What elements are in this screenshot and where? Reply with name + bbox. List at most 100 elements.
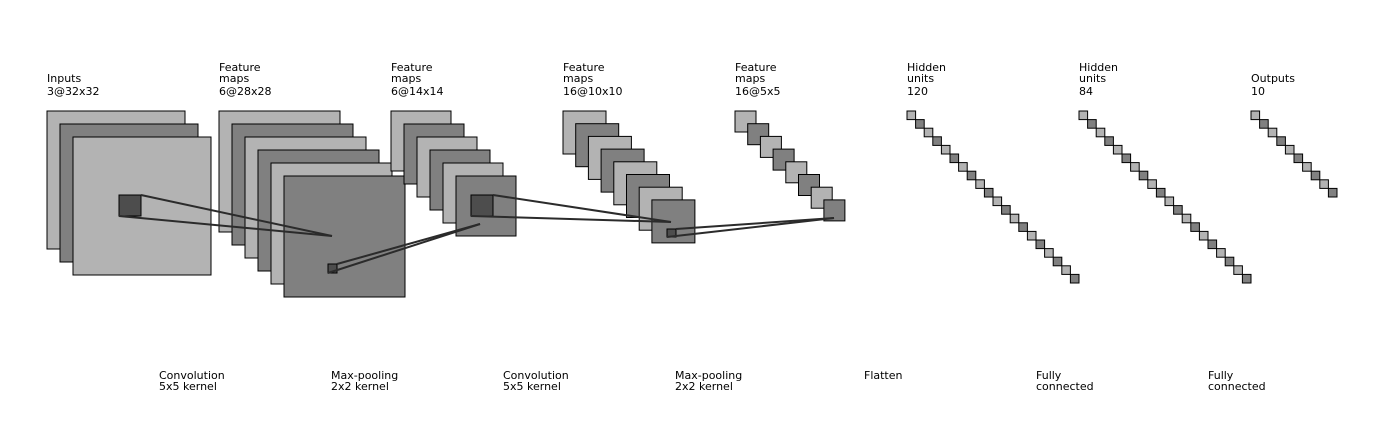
hidden-120-unit-8 xyxy=(975,179,985,189)
conv2-kernel-patch xyxy=(470,194,494,217)
hidden-120-unit-16 xyxy=(1044,248,1054,258)
layer-label-outputs-title: Outputs xyxy=(1251,72,1295,85)
layer-label-pool1-title: Feature xyxy=(391,61,433,74)
layer-label-fc1-subtitle: units xyxy=(907,72,934,85)
hidden-84-unit-16 xyxy=(1216,248,1226,258)
layer-label-pool1-subtitle: maps xyxy=(391,72,421,85)
hidden-120-unit-0 xyxy=(906,110,917,121)
layer-label-conv1-shape: 6@28x28 xyxy=(219,85,272,98)
hidden-84-unit-0 xyxy=(1078,110,1089,121)
unit-columns xyxy=(906,110,1338,284)
hidden-84-unit-1 xyxy=(1087,119,1097,129)
layer-label-outputs-shape: 10 xyxy=(1251,85,1265,98)
output-unit-4 xyxy=(1284,144,1295,155)
op-label-conv1-title: Convolution xyxy=(159,369,225,382)
hidden-120-unit-17 xyxy=(1052,256,1063,267)
op-label-conv2-kernel: 5x5 kernel xyxy=(503,380,561,393)
hidden-84-unit-13 xyxy=(1190,222,1200,232)
layer-label-fc2-shape: 84 xyxy=(1079,85,1093,98)
hidden-120-unit-19 xyxy=(1069,273,1080,284)
hidden-84-unit-15 xyxy=(1207,239,1218,250)
op-label-pool2-kernel: 2x2 kernel xyxy=(675,380,733,393)
output-unit-7 xyxy=(1310,170,1321,181)
hidden-84-unit-6 xyxy=(1130,162,1140,172)
op-label-conv2-title: Convolution xyxy=(503,369,569,382)
hidden-84-unit-18 xyxy=(1233,265,1243,275)
output-unit-8 xyxy=(1319,179,1329,189)
hidden-84-unit-11 xyxy=(1173,205,1183,215)
op-label-fc2-subtitle: connected xyxy=(1208,380,1266,393)
hidden-84-unit-12 xyxy=(1181,213,1192,224)
hidden-84-unit-4 xyxy=(1112,144,1123,155)
output-unit-5 xyxy=(1293,153,1304,164)
conv1-projection-line-upper xyxy=(140,194,333,237)
layer-label-conv2-subtitle: maps xyxy=(563,72,593,85)
conv2-projection-line-lower xyxy=(470,215,672,223)
hidden-120-unit-15 xyxy=(1035,239,1046,250)
output-unit-9 xyxy=(1327,187,1338,198)
hidden-120-unit-7 xyxy=(966,170,977,181)
op-label-fc1-title: Fully xyxy=(1036,369,1062,382)
conv1-kernel-patch xyxy=(118,194,142,217)
hidden-120-unit-18 xyxy=(1061,265,1071,275)
hidden-84-unit-9 xyxy=(1155,187,1166,198)
hidden-84-unit-3 xyxy=(1104,136,1114,146)
layer-label-inputs-title: Inputs xyxy=(47,72,81,85)
hidden-120-unit-2 xyxy=(923,127,934,138)
layer-label-pool1-shape: 6@14x14 xyxy=(391,85,444,98)
layer-label-conv1-title: Feature xyxy=(219,61,261,74)
output-unit-1 xyxy=(1259,119,1269,129)
op-label-pool1-kernel: 2x2 kernel xyxy=(331,380,389,393)
layer-label-fc1-title: Hidden xyxy=(907,61,946,74)
op-label-flatten: Flatten xyxy=(864,369,903,382)
op-label-conv1-kernel: 5x5 kernel xyxy=(159,380,217,393)
pool2-projection-line-lower xyxy=(666,217,835,238)
pool1-kernel-patch xyxy=(327,263,338,274)
op-label-pool2-title: Max-pooling xyxy=(675,369,742,382)
hidden-120-unit-13 xyxy=(1018,222,1028,232)
hidden-84-unit-17 xyxy=(1224,256,1235,267)
hidden-84-unit-2 xyxy=(1095,127,1106,138)
hidden-84-unit-8 xyxy=(1147,179,1157,189)
layer-label-conv2-title: Feature xyxy=(563,61,605,74)
layer-label-conv1-subtitle: maps xyxy=(219,72,249,85)
hidden-120-unit-9 xyxy=(983,187,994,198)
op-label-fc1-subtitle: connected xyxy=(1036,380,1094,393)
hidden-120-unit-6 xyxy=(958,162,968,172)
hidden-120-unit-10 xyxy=(992,196,1003,207)
op-label-fc2-title: Fully xyxy=(1208,369,1234,382)
layer-label-fc1-shape: 120 xyxy=(907,85,928,98)
output-unit-3 xyxy=(1276,136,1286,146)
layer-label-fc2-title: Hidden xyxy=(1079,61,1118,74)
kernel-connectors xyxy=(118,194,835,274)
layer-label-pool2-subtitle: maps xyxy=(735,72,765,85)
pool1-projection-line-lower xyxy=(327,223,481,274)
pool2-projection-line-upper xyxy=(675,217,835,230)
hidden-84-unit-5 xyxy=(1121,153,1132,164)
layer-label-pool2-shape: 16@5x5 xyxy=(735,85,781,98)
hidden-120-unit-14 xyxy=(1026,230,1037,241)
op-label-pool1-title: Max-pooling xyxy=(331,369,398,382)
hidden-120-unit-3 xyxy=(932,136,942,146)
conv1-maps-map-5 xyxy=(283,175,406,298)
conv1-projection-line-lower xyxy=(118,215,333,237)
output-unit-6 xyxy=(1302,162,1312,172)
hidden-120-unit-1 xyxy=(915,119,925,129)
layer-label-inputs-shape: 3@32x32 xyxy=(47,85,100,98)
hidden-84-unit-19 xyxy=(1241,273,1252,284)
conv2-projection-line-upper xyxy=(492,194,672,223)
hidden-120-unit-11 xyxy=(1001,205,1011,215)
hidden-120-unit-5 xyxy=(949,153,960,164)
hidden-84-unit-10 xyxy=(1164,196,1175,207)
output-unit-2 xyxy=(1267,127,1278,138)
hidden-84-unit-14 xyxy=(1198,230,1209,241)
feature-map-stacks xyxy=(46,110,846,298)
hidden-120-unit-12 xyxy=(1009,213,1020,224)
layer-label-conv2-shape: 16@10x10 xyxy=(563,85,623,98)
layer-label-pool2-title: Feature xyxy=(735,61,777,74)
pool2-maps-map-7 xyxy=(823,199,846,222)
output-unit-0 xyxy=(1250,110,1261,121)
hidden-120-unit-4 xyxy=(940,144,951,155)
hidden-84-unit-7 xyxy=(1138,170,1149,181)
